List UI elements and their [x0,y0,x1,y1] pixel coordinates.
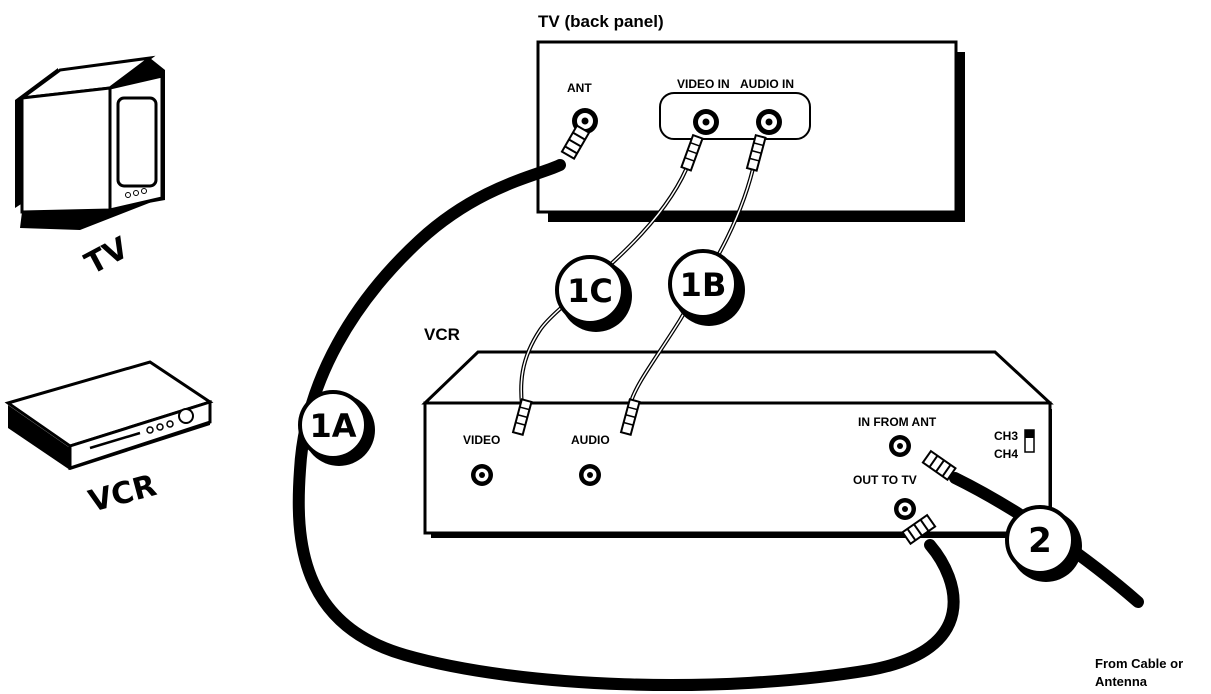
tv-icon [15,55,165,230]
svg-text:2: 2 [1028,521,1052,561]
vcr-in-from-ant-label: IN FROM ANT [858,415,937,429]
tv-caption: TV [79,230,135,282]
tv-audio-in-label: AUDIO IN [740,77,794,91]
vcr-video-label: VIDEO [463,433,500,447]
vcr-caption: VCR [85,468,160,519]
source-label-line2: Antenna [1095,674,1148,689]
vcr-ch4-label: CH4 [994,447,1018,461]
tv-ant-label: ANT [567,81,592,95]
video-cable-1c [511,133,704,436]
svg-text:1C: 1C [567,272,613,310]
callout-1b: 1B [668,249,745,326]
vcr-audio-out-jack [579,464,601,486]
tv-audio-in-jack [756,109,782,135]
coax-cable-1a [292,124,960,692]
callout-1c: 1C [555,255,632,332]
callout-1a: 1A [298,390,375,466]
vcr-panel-title: VCR [424,325,460,344]
tv-panel-title: TV (back panel) [538,12,664,31]
tv-video-in-label: VIDEO IN [677,77,730,91]
svg-text:1A: 1A [309,407,356,445]
vcr-audio-label: AUDIO [571,433,610,447]
vcr-ch3-label: CH3 [994,429,1018,443]
vcr-out-to-tv-label: OUT TO TV [853,473,917,487]
vcr-icon [4,360,214,471]
tv-av-input-group [659,92,811,140]
source-label-line1: From Cable or [1095,656,1183,671]
channel-switch[interactable] [1024,429,1035,453]
tv-video-in-jack [693,109,719,135]
vcr-box-top [421,350,1054,405]
vcr-in-from-ant-jack [889,435,911,457]
vcr-video-out-jack [471,464,493,486]
callout-2: 2 [1005,505,1082,582]
vcr-out-to-tv-jack [894,498,916,520]
svg-text:1B: 1B [680,266,727,304]
